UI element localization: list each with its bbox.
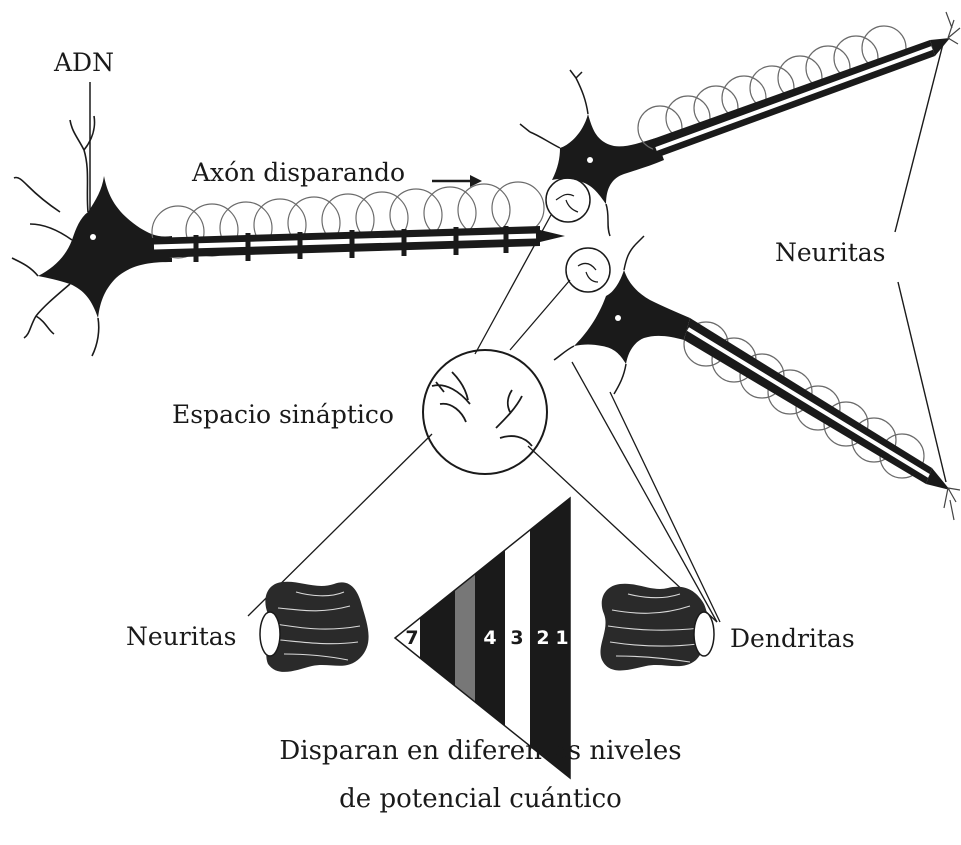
caption-line-1: Disparan en diferentes niveles xyxy=(0,738,961,764)
level-1-label: 1 xyxy=(555,627,568,649)
level-3-label: 3 xyxy=(510,627,523,649)
upper-neuron-soma xyxy=(552,114,664,204)
right-terminal xyxy=(600,584,714,671)
left-axon xyxy=(150,182,565,262)
adn-label: ADN xyxy=(54,50,114,75)
lower-right-neuron xyxy=(554,236,960,520)
left-neuron xyxy=(12,82,172,356)
neuritas-right-label: Neuritas xyxy=(775,240,886,265)
lower-neuron-soma xyxy=(574,270,690,364)
level-2-label: 2 xyxy=(536,627,549,649)
left-terminal xyxy=(260,582,369,672)
upper-right-neuron xyxy=(520,12,960,236)
axon-firing-label: Axón disparando xyxy=(192,160,405,185)
neuritas-pointers xyxy=(895,40,946,482)
dendritas-label: Dendritas xyxy=(730,626,855,651)
caption-line-2: de potencial cuántico xyxy=(0,786,961,812)
level-4-label: 4 xyxy=(483,627,496,649)
neuritas-left-label: Neuritas xyxy=(126,624,237,649)
synaptic-space-label: Espacio sináptico xyxy=(172,402,394,427)
level-7-label: 7 xyxy=(405,627,418,649)
